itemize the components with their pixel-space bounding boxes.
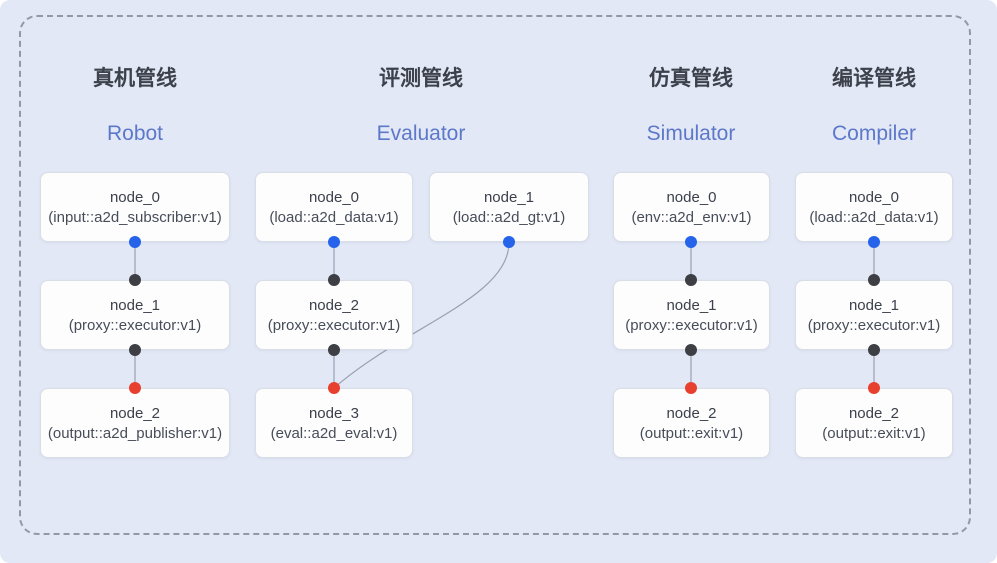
simulator-node1-input-port bbox=[685, 274, 697, 286]
node-name: node_0 bbox=[666, 188, 717, 206]
node-box-compiler-node0: node_0 (load::a2d_data:v1) bbox=[795, 172, 953, 242]
robot-title-zh: 真机管线 bbox=[93, 67, 177, 90]
node-type: (proxy::executor:v1) bbox=[625, 316, 758, 334]
robot-node2-input-port bbox=[129, 382, 141, 394]
evaluator-title-zh: 评测管线 bbox=[379, 67, 463, 90]
node-type: (load::a2d_gt:v1) bbox=[452, 208, 566, 226]
node-box-evaluator-node0: node_0 (load::a2d_data:v1) bbox=[255, 172, 413, 242]
node-box-simulator-node0: node_0 (env::a2d_env:v1) bbox=[613, 172, 770, 242]
evaluator-node1-output-port bbox=[503, 236, 515, 248]
simulator-node2-input-port bbox=[685, 382, 697, 394]
node-box-compiler-node1: node_1 (proxy::executor:v1) bbox=[795, 280, 953, 350]
node-type: (proxy::executor:v1) bbox=[267, 316, 401, 334]
node-box-evaluator-node1: node_1 (load::a2d_gt:v1) bbox=[429, 172, 589, 242]
node-box-compiler-node2: node_2 (output::exit:v1) bbox=[795, 388, 953, 458]
node-type: (load::a2d_data:v1) bbox=[809, 208, 939, 226]
simulator-node1-output-port bbox=[685, 344, 697, 356]
node-box-robot-node0: node_0 (input::a2d_subscriber:v1) bbox=[40, 172, 230, 242]
compiler-node0-output-port bbox=[868, 236, 880, 248]
node-name: node_2 bbox=[848, 404, 900, 422]
node-type: (output::a2d_publisher:v1) bbox=[47, 424, 223, 442]
robot-title-en: Robot bbox=[106, 122, 164, 145]
robot-node0-output-port bbox=[129, 236, 141, 248]
node-name: node_2 bbox=[109, 404, 161, 422]
node-type: (eval::a2d_eval:v1) bbox=[270, 424, 398, 442]
connector-evaluator-n1-n3-curve bbox=[333, 241, 510, 389]
node-box-evaluator-node2: node_2 (proxy::executor:v1) bbox=[255, 280, 413, 350]
node-name: node_0 bbox=[848, 188, 900, 206]
compiler-title-zh: 编译管线 bbox=[832, 67, 916, 90]
node-name: node_0 bbox=[109, 188, 161, 206]
node-type: (output::exit:v1) bbox=[639, 424, 744, 442]
node-box-simulator-node2: node_2 (output::exit:v1) bbox=[613, 388, 770, 458]
node-box-robot-node1: node_1 (proxy::executor:v1) bbox=[40, 280, 230, 350]
node-box-evaluator-node3: node_3 (eval::a2d_eval:v1) bbox=[255, 388, 413, 458]
node-name: node_1 bbox=[848, 296, 900, 314]
node-type: (load::a2d_data:v1) bbox=[269, 208, 399, 226]
simulator-node0-output-port bbox=[685, 236, 697, 248]
node-name: node_0 bbox=[308, 188, 360, 206]
node-name: node_3 bbox=[308, 404, 360, 422]
dashed-frame bbox=[19, 15, 971, 535]
node-name: node_2 bbox=[666, 404, 717, 422]
node-type: (env::a2d_env:v1) bbox=[631, 208, 752, 226]
node-name: node_1 bbox=[483, 188, 535, 206]
evaluator-node3-input-port bbox=[328, 382, 340, 394]
compiler-node2-input-port bbox=[868, 382, 880, 394]
node-type: (proxy::executor:v1) bbox=[807, 316, 941, 334]
node-type: (output::exit:v1) bbox=[822, 424, 926, 442]
simulator-title-zh: 仿真管线 bbox=[649, 67, 733, 90]
evaluator-title-en: Evaluator bbox=[376, 122, 466, 145]
compiler-node1-input-port bbox=[868, 274, 880, 286]
compiler-title-en: Compiler bbox=[831, 122, 917, 145]
node-type: (proxy::executor:v1) bbox=[68, 316, 202, 334]
node-name: node_1 bbox=[666, 296, 717, 314]
evaluator-node0-output-port bbox=[328, 236, 340, 248]
node-name: node_2 bbox=[308, 296, 360, 314]
compiler-node1-output-port bbox=[868, 344, 880, 356]
simulator-title-en: Simulator bbox=[646, 122, 736, 145]
node-name: node_1 bbox=[109, 296, 161, 314]
node-type: (input::a2d_subscriber:v1) bbox=[48, 208, 222, 226]
node-box-robot-node2: node_2 (output::a2d_publisher:v1) bbox=[40, 388, 230, 458]
evaluator-node2-input-port bbox=[328, 274, 340, 286]
node-box-simulator-node1: node_1 (proxy::executor:v1) bbox=[613, 280, 770, 350]
evaluator-node2-output-port bbox=[328, 344, 340, 356]
robot-node1-input-port bbox=[129, 274, 141, 286]
robot-node1-output-port bbox=[129, 344, 141, 356]
